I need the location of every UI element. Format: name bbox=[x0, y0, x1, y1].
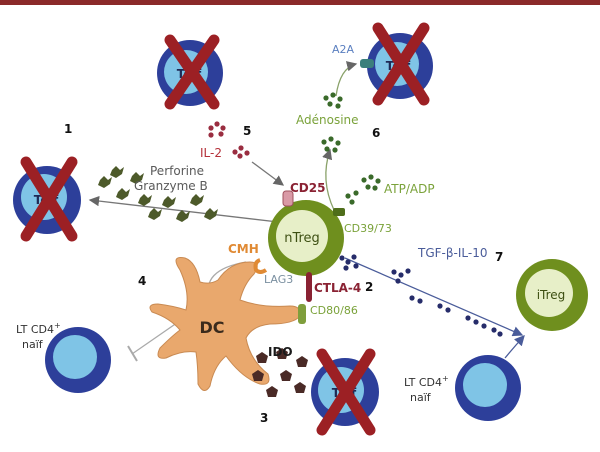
perforine-granzyme-particles bbox=[98, 166, 218, 222]
step-number-7: 7 bbox=[495, 250, 503, 264]
tgf-il10-label: TGF-β-IL-10 bbox=[417, 246, 487, 260]
naif-label-left: naïf bbox=[22, 338, 44, 351]
lag3-label: LAG3 bbox=[264, 273, 293, 286]
ido-molecules bbox=[252, 348, 308, 397]
atp-adp-molecules bbox=[345, 174, 381, 205]
arrow-adenosine-to-a2a bbox=[335, 61, 358, 97]
atp-adp-label: ATP/ADP bbox=[384, 182, 435, 196]
cmh-receptor bbox=[253, 258, 268, 274]
cross-icon-bottom bbox=[316, 348, 376, 436]
naive-cd4-cell-right bbox=[455, 355, 521, 421]
arrow-treg-to-itreg bbox=[344, 257, 524, 337]
a2a-label: A2A bbox=[332, 43, 355, 56]
cross-icon-top bbox=[164, 34, 220, 110]
a2a-receptor bbox=[360, 59, 374, 68]
ido-label: IDO bbox=[268, 345, 293, 359]
il2-label: IL-2 bbox=[200, 146, 222, 160]
cd25-receptor bbox=[282, 190, 294, 207]
top-band bbox=[0, 0, 600, 5]
itreg-label: iTreg bbox=[537, 288, 566, 302]
lt-cd4-label-right: LT CD4+ bbox=[404, 374, 449, 389]
arrow-naive-to-itreg bbox=[504, 335, 525, 359]
cross-icon-left bbox=[20, 156, 78, 242]
ntreg-cell: nTreg bbox=[268, 200, 344, 276]
adenosine-molecules bbox=[321, 92, 343, 153]
cross-marks bbox=[20, 22, 430, 436]
cd80-86-receptor bbox=[298, 304, 306, 324]
cd80-86-label: CD80/86 bbox=[310, 304, 358, 317]
cd39-73-receptor bbox=[333, 208, 345, 216]
cmh-label: CMH bbox=[228, 242, 259, 256]
itreg-cell: iTreg bbox=[516, 259, 588, 331]
naif-label-right: naïf bbox=[410, 391, 432, 404]
dendritic-cell bbox=[149, 257, 301, 391]
step-number-5: 5 bbox=[243, 124, 251, 138]
perforine-label: Perforine bbox=[150, 164, 204, 178]
adenosine-label: Adénosine bbox=[296, 113, 359, 127]
step-number-6: 6 bbox=[372, 126, 380, 140]
granzyme-label: Granzyme B bbox=[134, 179, 208, 193]
inhibition-bar bbox=[127, 345, 138, 362]
step-number-4: 4 bbox=[138, 274, 146, 288]
cross-icon-a2a bbox=[372, 22, 430, 106]
step-number-3: 3 bbox=[260, 411, 268, 425]
naive-cd4-cell-left bbox=[45, 327, 111, 393]
dc-label: DC bbox=[199, 318, 224, 337]
tgf-il10-molecules bbox=[339, 254, 503, 337]
ctla4-receptor bbox=[306, 272, 312, 302]
step-number-1: 1 bbox=[64, 122, 72, 136]
arrow-il2-to-cd25 bbox=[251, 161, 285, 186]
arrow-treg-to-teff-1 bbox=[88, 195, 279, 223]
ntreg-label: nTreg bbox=[284, 231, 320, 246]
step-number-2: 2 bbox=[365, 280, 373, 294]
cd25-label: CD25 bbox=[290, 181, 325, 195]
ctla4-label: CTLA-4 bbox=[314, 281, 361, 295]
il2-molecules bbox=[208, 121, 250, 159]
lt-cd4-label-left: LT CD4+ bbox=[16, 321, 61, 336]
cd39-73-label: CD39/73 bbox=[344, 222, 392, 235]
arrow-atp-to-adenosine bbox=[322, 148, 335, 211]
